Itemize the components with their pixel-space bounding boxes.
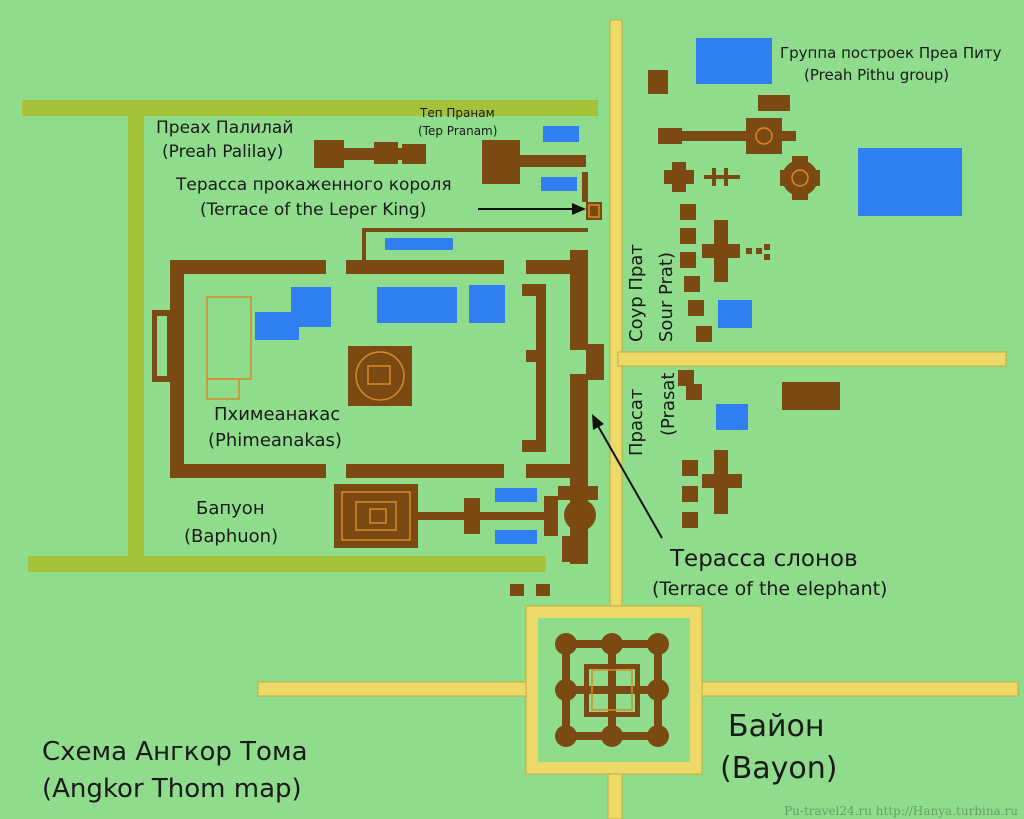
bayon-temple: [555, 633, 669, 747]
prasat-towers: [678, 370, 840, 528]
leper-king-label-en: (Terrace of the Leper King): [200, 200, 426, 220]
bayon-label-ru: Байон: [728, 709, 824, 744]
preah-palilay-building: [314, 140, 426, 168]
map-title-en: (Angkor Thom map): [42, 774, 302, 804]
royal-palace-walls: [22, 100, 598, 572]
baphuon-label-ru: Бапуон: [196, 498, 265, 519]
elephant-terrace-label-en: (Terrace of the elephant): [652, 578, 887, 600]
royal-palace-compound: [152, 260, 588, 478]
baphuon-temple: [334, 484, 558, 548]
leper-king-arrow: [478, 203, 586, 215]
bayon-label-en: (Bayon): [720, 751, 838, 786]
prasat-label-en: (Prasat: [658, 373, 679, 436]
preah-pithu-buildings: [648, 70, 820, 200]
phimeanakas-label-en: (Phimeanakas): [208, 430, 342, 451]
water-basins: [255, 38, 962, 544]
preah-palilay-label-ru: Преах Палилай: [156, 118, 293, 138]
watermark: Pu-travel24.ru http://Hanya.turbina.ru: [784, 804, 1018, 818]
sour-prat-towers: [680, 204, 770, 342]
elephant-terrace-label-ru: Терасса слонов: [669, 546, 858, 572]
leper-king-terrace: [362, 172, 602, 262]
tep-pranam-building: [482, 140, 586, 184]
sour-prat-label-ru: Соур Прат: [626, 244, 647, 342]
sour-prat-label-en: Sour Prat): [656, 252, 677, 342]
tep-pranam-label-ru: Теп Пранам: [419, 106, 495, 120]
preah-pithu-label-ru: Группа построек Преа Питу: [780, 44, 1002, 62]
leper-king-label-ru: Терасса прокаженного короля: [175, 175, 452, 195]
elephant-terrace-arrow: [592, 414, 663, 539]
phimeanakas-temple: [348, 346, 412, 406]
baphuon-label-en: (Baphuon): [184, 526, 278, 547]
preah-palilay-label-en: (Preah Palilay): [162, 142, 283, 162]
prasat-label-ru: Прасат: [626, 389, 647, 456]
map-title-ru: Схема Ангкор Тома: [42, 737, 308, 767]
phimeanakas-label-ru: Пхимеанакас: [214, 404, 340, 425]
tep-pranam-label-en: (Tep Pranam): [418, 124, 497, 138]
elephant-terrace: [510, 250, 604, 596]
preah-pithu-label-en: (Preah Pithu group): [804, 66, 949, 84]
